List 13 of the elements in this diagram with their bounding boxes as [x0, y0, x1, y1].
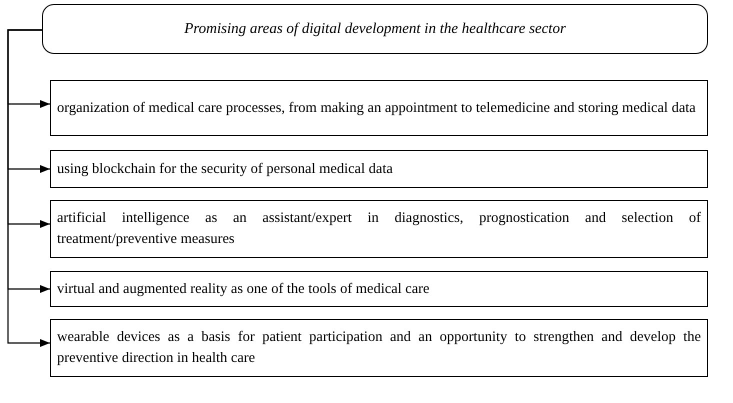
area-box: [50, 80, 708, 136]
area-box: [50, 271, 708, 307]
area-text: artificial intelligence as an assistant/expert in diagnostics, prognostication and selection of treatment/preventive measures: [57, 209, 701, 249]
connector-arrow: [7, 29, 50, 347]
area-text: using blockchain for the security of personal medical data: [57, 160, 394, 178]
area-box: [50, 319, 708, 377]
area-box: [50, 150, 708, 188]
area-text: wearable devices as a basis for patient participation and an opportunity to strengthen and develop the preventive direction in health care: [57, 328, 701, 368]
title-box: [42, 4, 708, 54]
area-text: virtual and augmented reality as one of the tools of medical care: [57, 280, 430, 298]
area-box: [50, 200, 708, 258]
area-text: organization of medical care processes, from making an appointment to telemedicine and storing medical data: [57, 98, 697, 118]
heading-text: Promising areas of digital development in the healthcare sector: [184, 20, 566, 39]
